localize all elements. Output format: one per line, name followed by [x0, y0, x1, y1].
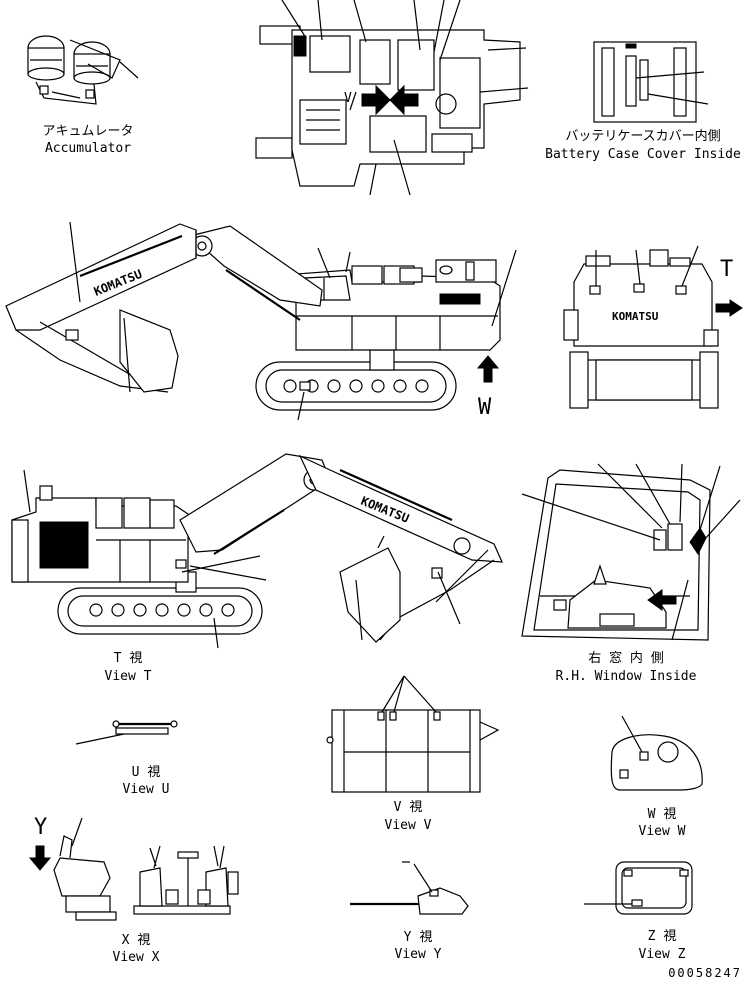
accumulator-figure	[27, 35, 139, 105]
view-z-label-en: View Z	[639, 947, 686, 962]
marker-w: W	[478, 395, 492, 420]
view-y-label-en: View Y	[395, 947, 442, 962]
view-v-label-jp: V 視	[394, 800, 423, 815]
marker-y: Y	[34, 815, 47, 840]
view-u-label-en: View U	[123, 782, 170, 797]
top-view-upper-structure	[255, 0, 529, 196]
view-z-label-jp: Z 視	[648, 929, 677, 944]
track-rollers	[283, 379, 429, 393]
view-w-label-jp: W 視	[648, 807, 677, 822]
window-label-jp: 右 窓 内 側	[588, 650, 663, 666]
view-w-label-en: View W	[639, 824, 686, 839]
view-t-excavator: KOMATSU	[11, 453, 503, 649]
view-w-figure	[610, 715, 703, 791]
view-v-label-en: View V	[385, 818, 432, 833]
view-t-rollers	[89, 603, 235, 617]
view-x-label-en: View X	[113, 950, 160, 965]
cab-window-inside	[521, 463, 741, 641]
battery-label-en: Battery Case Cover Inside	[545, 147, 741, 162]
battery-label-jp: バッテリケースカバー内側	[565, 128, 720, 144]
view-u-figure	[75, 720, 178, 745]
view-y-label-jp: Y 視	[404, 930, 433, 945]
view-x-label-jp: X 視	[122, 933, 151, 948]
view-u-label-jp: U 視	[132, 765, 161, 780]
accumulator-label-jp: アキュムレータ	[42, 124, 133, 139]
marker-t: T	[720, 257, 733, 282]
excavator-side-view-left: KOMATSU	[5, 221, 517, 421]
accumulator-label-en: Accumulator	[45, 141, 131, 156]
marker-v: V	[344, 91, 352, 106]
view-v-figure	[326, 675, 500, 793]
window-label-en: R.H. Window Inside	[556, 669, 697, 684]
brand-logo-rear: KOMATSU	[612, 310, 659, 323]
battery-case-cover	[593, 41, 709, 123]
view-t-label-en: View T	[105, 669, 152, 684]
view-x-figure	[28, 817, 239, 921]
view-y-figure	[350, 861, 469, 915]
view-z-figure	[584, 861, 693, 915]
view-t-label-jp: T 視	[114, 651, 143, 666]
drawing-number: 00058247	[668, 966, 742, 980]
excavator-rear-view: KOMATSU	[563, 245, 743, 409]
